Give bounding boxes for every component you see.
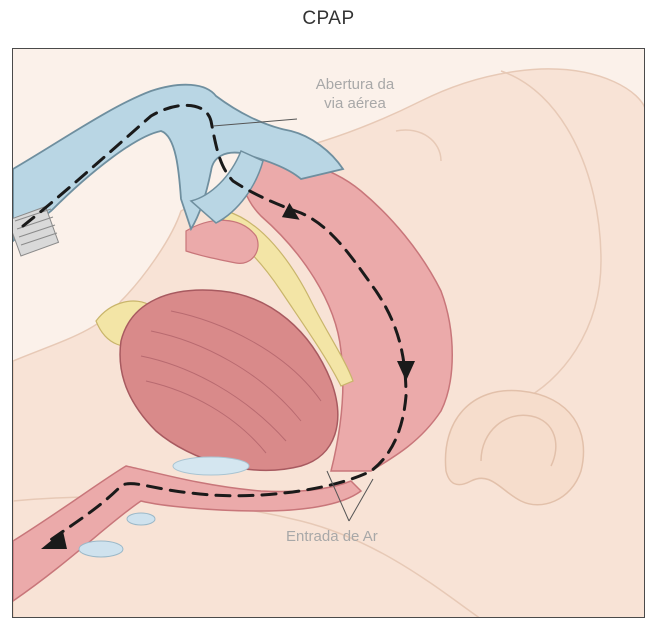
airway-opening-label-line2: via aérea	[295, 94, 415, 113]
figure-title: CPAP	[0, 8, 657, 30]
trachea-ring	[79, 541, 123, 557]
air-entry-label: Entrada de Ar	[286, 527, 378, 546]
airway-opening-label-line1: Abertura da	[295, 75, 415, 94]
esophagus-mark	[173, 457, 249, 475]
airway-opening-label: Abertura da via aérea	[295, 75, 415, 113]
trachea-ring-2	[127, 513, 155, 525]
